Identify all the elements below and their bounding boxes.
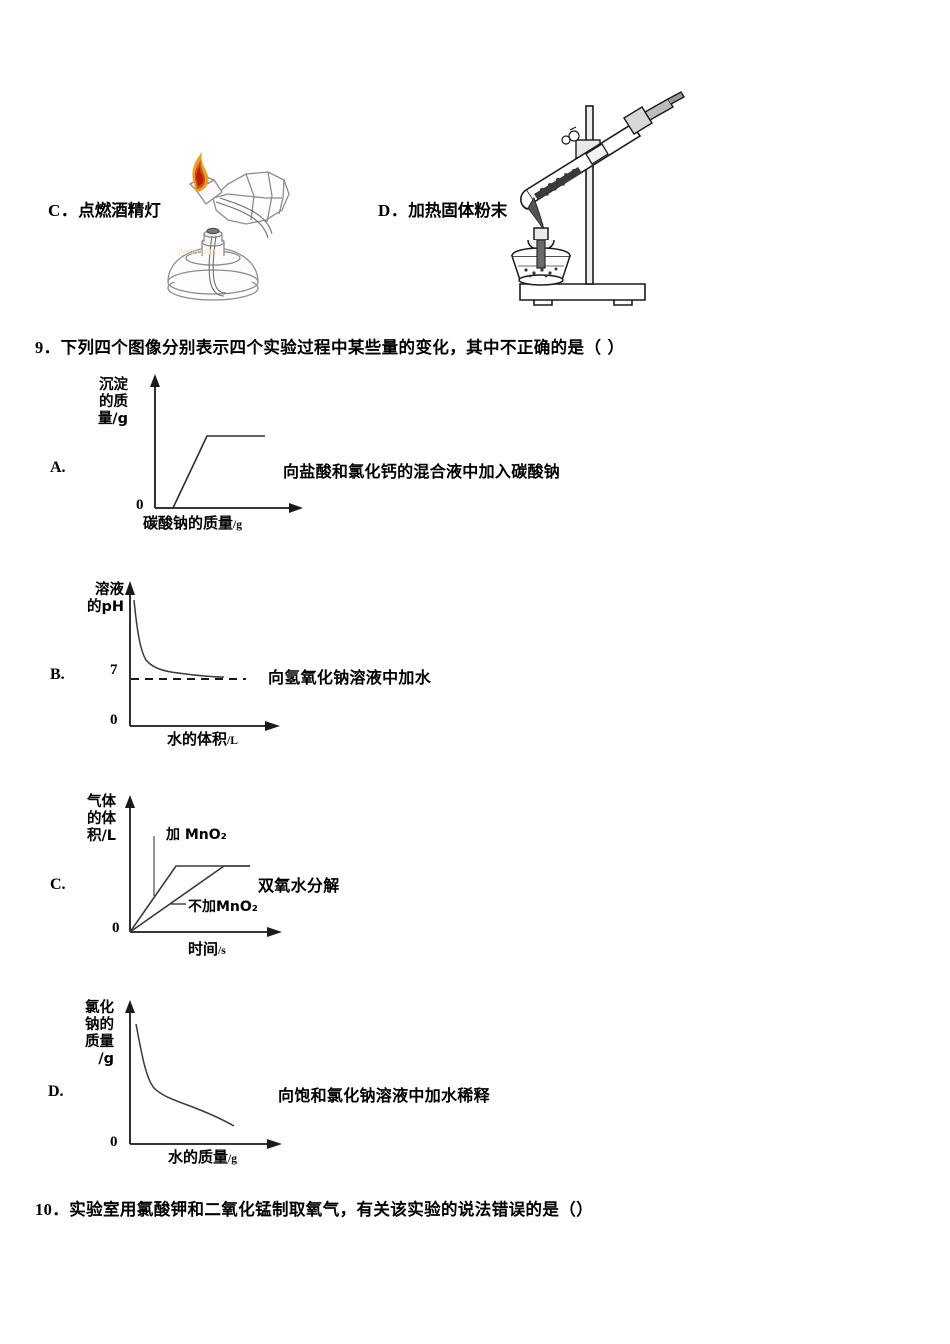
option-d-letter: D． bbox=[378, 201, 409, 220]
chart-b-description: 向氢氧化钠溶液中加水 bbox=[268, 668, 432, 687]
chart-b-ylabel-line1: 溶液 bbox=[95, 582, 124, 598]
chart-a-ylabel-line3: 量/g bbox=[97, 411, 128, 427]
chart-b-plot bbox=[125, 581, 280, 731]
chart-a-ylabel-line1: 沉淀 bbox=[99, 377, 128, 393]
chart-c-annotation-1-text: 加 MnO₂ bbox=[166, 827, 227, 843]
chart-a-origin-tick: 0 bbox=[136, 497, 144, 513]
chart-c-origin-tick: 0 bbox=[112, 920, 120, 936]
chart-c-annotation-with-mno2: 加 MnO₂ bbox=[166, 824, 227, 844]
question-10-number: 10． bbox=[35, 1200, 70, 1219]
chart-d-xlabel-text: 水的质量 bbox=[168, 1148, 229, 1166]
chart-a-x-axis-label: 碳酸钠的质量/g bbox=[143, 512, 242, 533]
chart-b-tick-7: 7 bbox=[110, 662, 118, 678]
flame-icon bbox=[192, 152, 209, 192]
chart-c-xlabel-text: 时间 bbox=[188, 940, 219, 958]
option-c-text: 点燃酒精灯 bbox=[78, 201, 161, 220]
chart-b-xlabel-text: 水的体积 bbox=[167, 730, 228, 748]
chart-b-block: B. 溶液 的pH 7 0 水的体积/L 向氢氧化钠溶液中加水 bbox=[40, 578, 660, 758]
chart-b-xunit: /L bbox=[227, 735, 238, 747]
chart-a-xlabel-text: 碳酸钠的质量 bbox=[143, 514, 234, 532]
chart-a-xunit: /g bbox=[233, 519, 242, 531]
chart-d-block: D. 氯化 钠的 质量 /g 0 水的质量/g 向饱和氯化钠溶液中加水稀释 bbox=[40, 998, 660, 1178]
chart-d-ylabel-line4: /g bbox=[98, 1051, 114, 1067]
question-10-stem: 10．实验室用氯酸钾和二氧化锰制取氧气，有关该实验的说法错误的是（） bbox=[35, 1196, 593, 1220]
chart-d-xunit: /g bbox=[228, 1153, 237, 1165]
chart-b-y-axis-label: 溶液 的pH bbox=[68, 582, 124, 616]
chart-d-origin-tick: 0 bbox=[110, 1134, 118, 1150]
chart-d-ylabel-line1: 氯化 bbox=[85, 1000, 114, 1016]
option-c-letter: C． bbox=[48, 201, 79, 220]
option-d-label: D．加热固体粉末 bbox=[378, 201, 507, 220]
chart-a-y-axis-label: 沉淀 的质 量/g bbox=[80, 377, 128, 428]
chart-c-y-axis-label: 气体 的体 积/L bbox=[64, 794, 116, 845]
chart-d-y-axis-label: 氯化 钠的 质量 /g bbox=[62, 1000, 114, 1068]
test-tube-heating-stand-illustration bbox=[490, 78, 690, 306]
chart-c-annotation-2-text: 不加MnO₂ bbox=[188, 899, 258, 915]
question-9-number: 9． bbox=[35, 338, 61, 357]
chart-c-annotation-without-mno2: 不加MnO₂ bbox=[188, 896, 258, 916]
chart-d-letter: D. bbox=[48, 1083, 64, 1100]
chart-d-ylabel-line2: 钠的 bbox=[85, 1017, 114, 1033]
chart-c-description: 双氧水分解 bbox=[258, 876, 340, 895]
chart-a-description: 向盐酸和氯化钙的混合液中加入碳酸钠 bbox=[283, 462, 561, 481]
chart-b-ylabel-line2: 的pH bbox=[86, 599, 124, 615]
chart-c-block: C. 气体 的体 积/L 0 加 MnO₂ 不加MnO₂ 时间/s 双氧水 bbox=[40, 792, 660, 982]
chart-c-ylabel-line2: 的体 bbox=[87, 811, 116, 827]
chart-a-plot bbox=[150, 374, 303, 513]
question-9-stem: 9．下列四个图像分别表示四个实验过程中某些量的变化，其中不正确的是（ ） bbox=[35, 334, 624, 358]
option-d-text: 加热固体粉末 bbox=[408, 201, 508, 220]
chart-d-ylabel-line3: 质量 bbox=[85, 1034, 114, 1050]
question-9-text: 下列四个图像分别表示四个实验过程中某些量的变化，其中不正确的是（ ） bbox=[60, 338, 625, 357]
chart-b-x-axis-label: 水的体积/L bbox=[167, 728, 238, 749]
chart-a-ylabel-line2: 的质 bbox=[99, 394, 128, 410]
chart-c-ylabel-line1: 气体 bbox=[87, 794, 116, 810]
alcohol-lamp-figure: jyeoo.com bbox=[167, 152, 290, 301]
option-d-top: D．加热固体粉末 bbox=[378, 196, 507, 221]
option-c-top: C．点燃酒精灯 bbox=[48, 196, 161, 221]
svg-text:jyeoo.com: jyeoo.com bbox=[177, 246, 216, 256]
chart-b-letter: B. bbox=[50, 666, 65, 683]
chart-a-block: A. 沉淀 的质 量/g 0 碳酸钠的质量/g 向盐酸和氯化钙的混合液中加入碳酸… bbox=[40, 372, 660, 552]
chart-c-plot bbox=[125, 795, 282, 937]
chart-a-letter: A. bbox=[50, 459, 66, 476]
chart-c-ylabel-line3: 积/L bbox=[86, 828, 116, 844]
chart-d-x-axis-label: 水的质量/g bbox=[168, 1146, 237, 1167]
chart-c-x-axis-label: 时间/s bbox=[188, 938, 226, 959]
question-10-text: 实验室用氯酸钾和二氧化锰制取氧气，有关该实验的说法错误的是（） bbox=[69, 1200, 594, 1219]
option-c-label: C．点燃酒精灯 bbox=[48, 201, 161, 220]
heating-apparatus-figure bbox=[510, 91, 685, 306]
chart-b-origin-tick: 0 bbox=[110, 712, 118, 728]
chart-d-description: 向饱和氯化钠溶液中加水稀释 bbox=[278, 1086, 490, 1105]
alcohol-lamp-lighting-illustration: jyeoo.com bbox=[150, 150, 320, 310]
chart-d-plot bbox=[125, 1000, 282, 1149]
chart-c-letter: C. bbox=[50, 876, 66, 893]
chart-c-xunit: /s bbox=[218, 945, 226, 957]
